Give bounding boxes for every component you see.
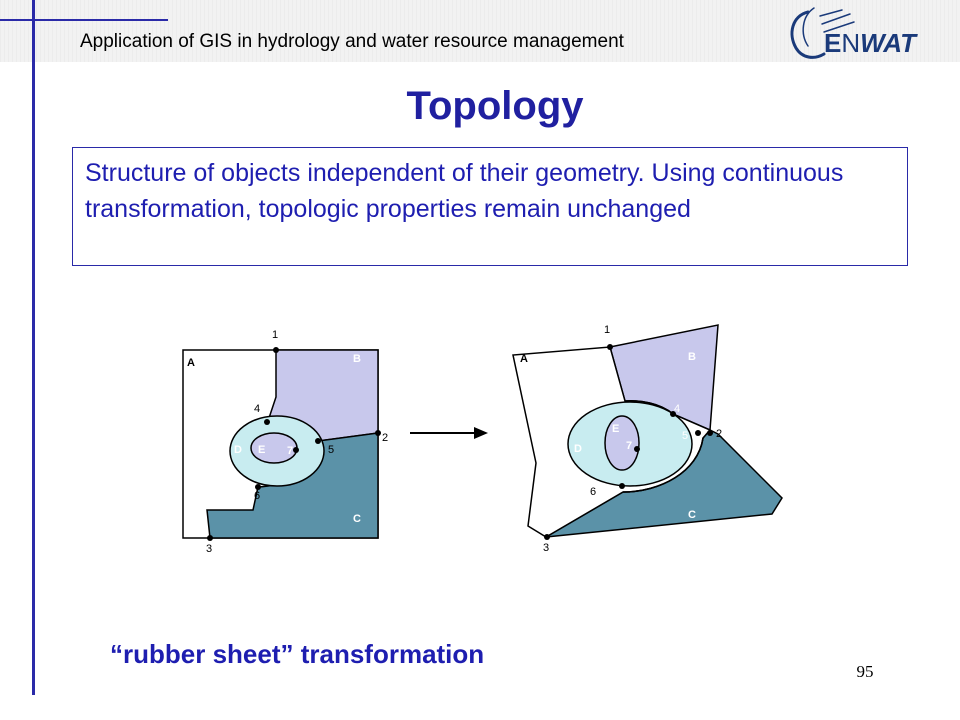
node [619,483,625,489]
figure-caption: “rubber sheet” transformation [110,639,485,669]
definition-box: Structure of objects independent of thei… [72,147,908,266]
horizontal-rule [0,19,168,21]
polygon-label: D [234,444,242,456]
node-label: 3 [543,542,549,554]
node-label: 4 [674,403,680,415]
page-number: 95 [856,662,874,681]
definition-text: Structure of objects independent of thei… [85,159,844,223]
header-title: Application of GIS in hydrology and wate… [80,31,624,52]
node [544,534,550,540]
node-label: 3 [206,543,212,555]
node [607,344,613,350]
node-label: 2 [716,428,722,440]
node-label: 7 [287,445,293,457]
header-band [0,0,960,62]
node-label: 7 [626,440,632,452]
node-label: 1 [272,329,278,341]
polygon-label: C [688,509,696,521]
polygon-label: C [353,513,361,525]
polygon-label: D [574,443,582,455]
polygon-label: A [187,357,195,369]
logo-text: ENWAT [824,28,918,58]
polygon-label: B [353,353,361,365]
polygon-label: B [688,351,696,363]
polygon-label: E [612,423,619,435]
node [273,347,279,353]
node-label: 1 [604,324,610,336]
original-map: 1 2 3 4 5 6 7 A B C D E [182,329,388,555]
node [707,430,713,436]
node [375,430,381,436]
node-label: 6 [590,486,596,498]
node [695,430,701,436]
enwat-logo: ENWAT [790,7,918,59]
node [255,484,261,490]
logo-swoosh-icon [790,7,855,59]
transformed-map: 1 2 3 4 5 6 7 A B C D E [512,324,783,554]
node [670,411,676,417]
node [293,447,299,453]
node [315,438,321,444]
polygon-label: A [520,353,528,365]
node [634,446,640,452]
polygon-label: E [258,444,265,456]
node-label: 5 [328,444,334,456]
node-label: 6 [254,490,260,502]
topology-figure: 1 2 3 4 5 6 7 A B C D E [182,324,783,555]
vertical-rule [32,0,35,695]
polygon-e [604,415,640,471]
node-label: 2 [382,432,388,444]
node-label: 5 [682,430,688,442]
node-label: 4 [254,403,260,415]
transform-arrow-icon [410,427,488,439]
slide-title: Topology [406,84,584,128]
node [207,535,213,541]
node [264,419,270,425]
